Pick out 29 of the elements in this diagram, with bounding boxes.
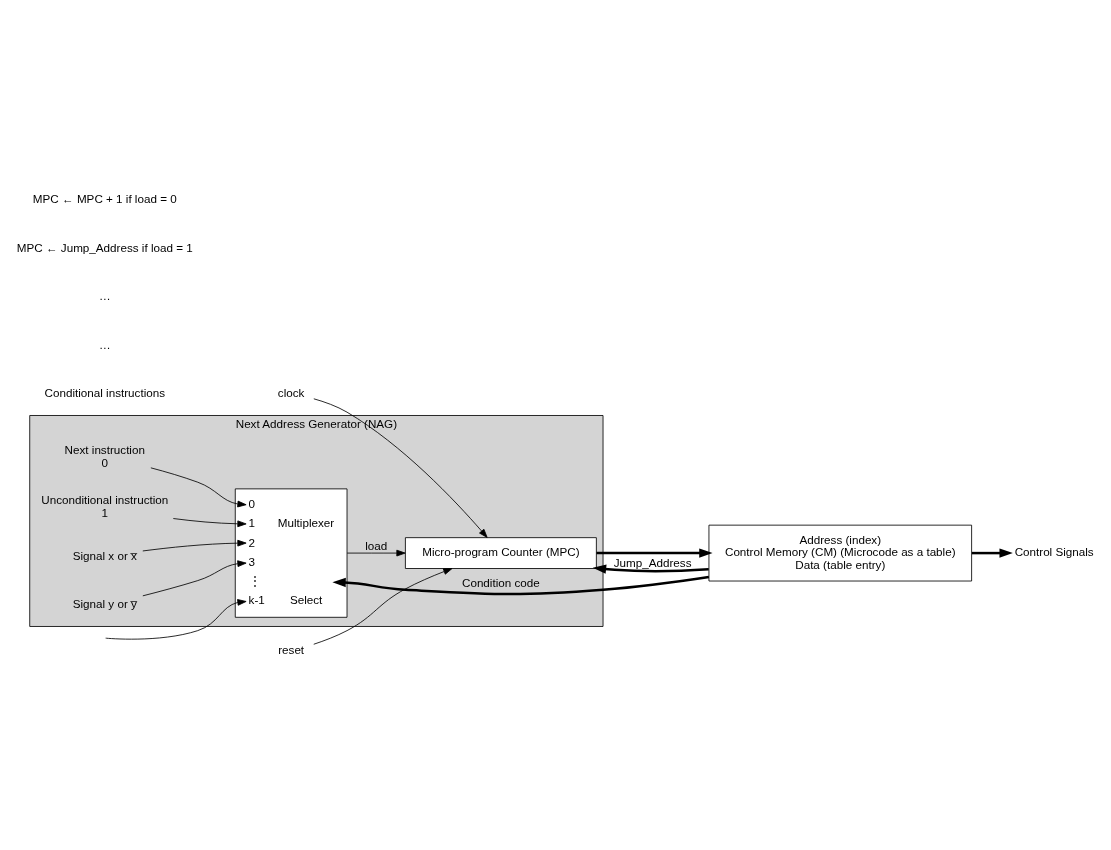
arrow <box>105 598 247 640</box>
edge-label: load <box>365 538 388 552</box>
node-text: reset <box>278 642 305 656</box>
arrow <box>313 397 488 538</box>
arrow <box>596 547 713 558</box>
label: MPC ← MPC + 1 if load = 0 <box>32 191 177 205</box>
node-text: Next instruction 0 <box>64 442 145 469</box>
arrow <box>332 575 710 595</box>
edge-label: Condition code <box>462 575 540 589</box>
node-text: Unconditional instruction 1 <box>41 492 169 519</box>
node-text: Signal x or x̅ <box>72 548 137 562</box>
arrow <box>971 547 1013 558</box>
node-text: clock <box>277 385 305 399</box>
arrow <box>150 466 247 507</box>
label: … <box>98 337 111 351</box>
label: Conditional instructions <box>44 385 166 399</box>
node-box: Address (index) Control Memory (CM) (Microcode as a table) Data (table entry) <box>708 524 973 581</box>
arrow <box>142 559 247 596</box>
node-text: Signal y or y̅ <box>72 596 137 610</box>
label: MPC ← Jump_Address if load = 1 <box>16 240 193 254</box>
arrow <box>142 539 247 551</box>
label: … <box>98 288 111 302</box>
node-text: Control Signals <box>1014 544 1094 558</box>
node-box: Micro-program Counter (MPC) <box>405 536 597 569</box>
arrow <box>592 563 709 574</box>
arrow <box>313 567 453 645</box>
arrow <box>172 517 247 527</box>
edge-label: Jump_Address <box>613 555 692 569</box>
arrow <box>346 549 406 556</box>
